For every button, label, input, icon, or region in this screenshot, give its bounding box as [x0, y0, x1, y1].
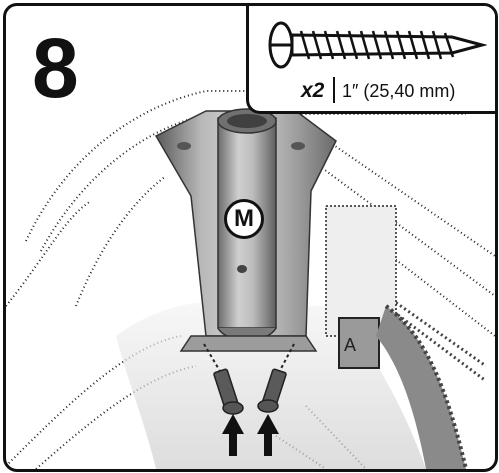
parts-box: x2 1″ (25,40 mm) — [246, 6, 495, 114]
instruction-panel: A 8 M — [3, 3, 498, 472]
screw-icon — [268, 21, 487, 69]
up-arrow-icon — [257, 414, 279, 456]
right-screw — [257, 368, 287, 413]
screw-quantity: x2 — [301, 79, 325, 102]
up-arrow-icon — [222, 414, 244, 456]
screw-size: 1″ (25,40 mm) — [342, 81, 456, 101]
step-number: 8 — [32, 21, 79, 115]
svg-text:A: A — [344, 335, 356, 355]
part-label-m: M — [224, 199, 264, 239]
left-screw — [213, 368, 244, 415]
separator — [333, 77, 335, 103]
